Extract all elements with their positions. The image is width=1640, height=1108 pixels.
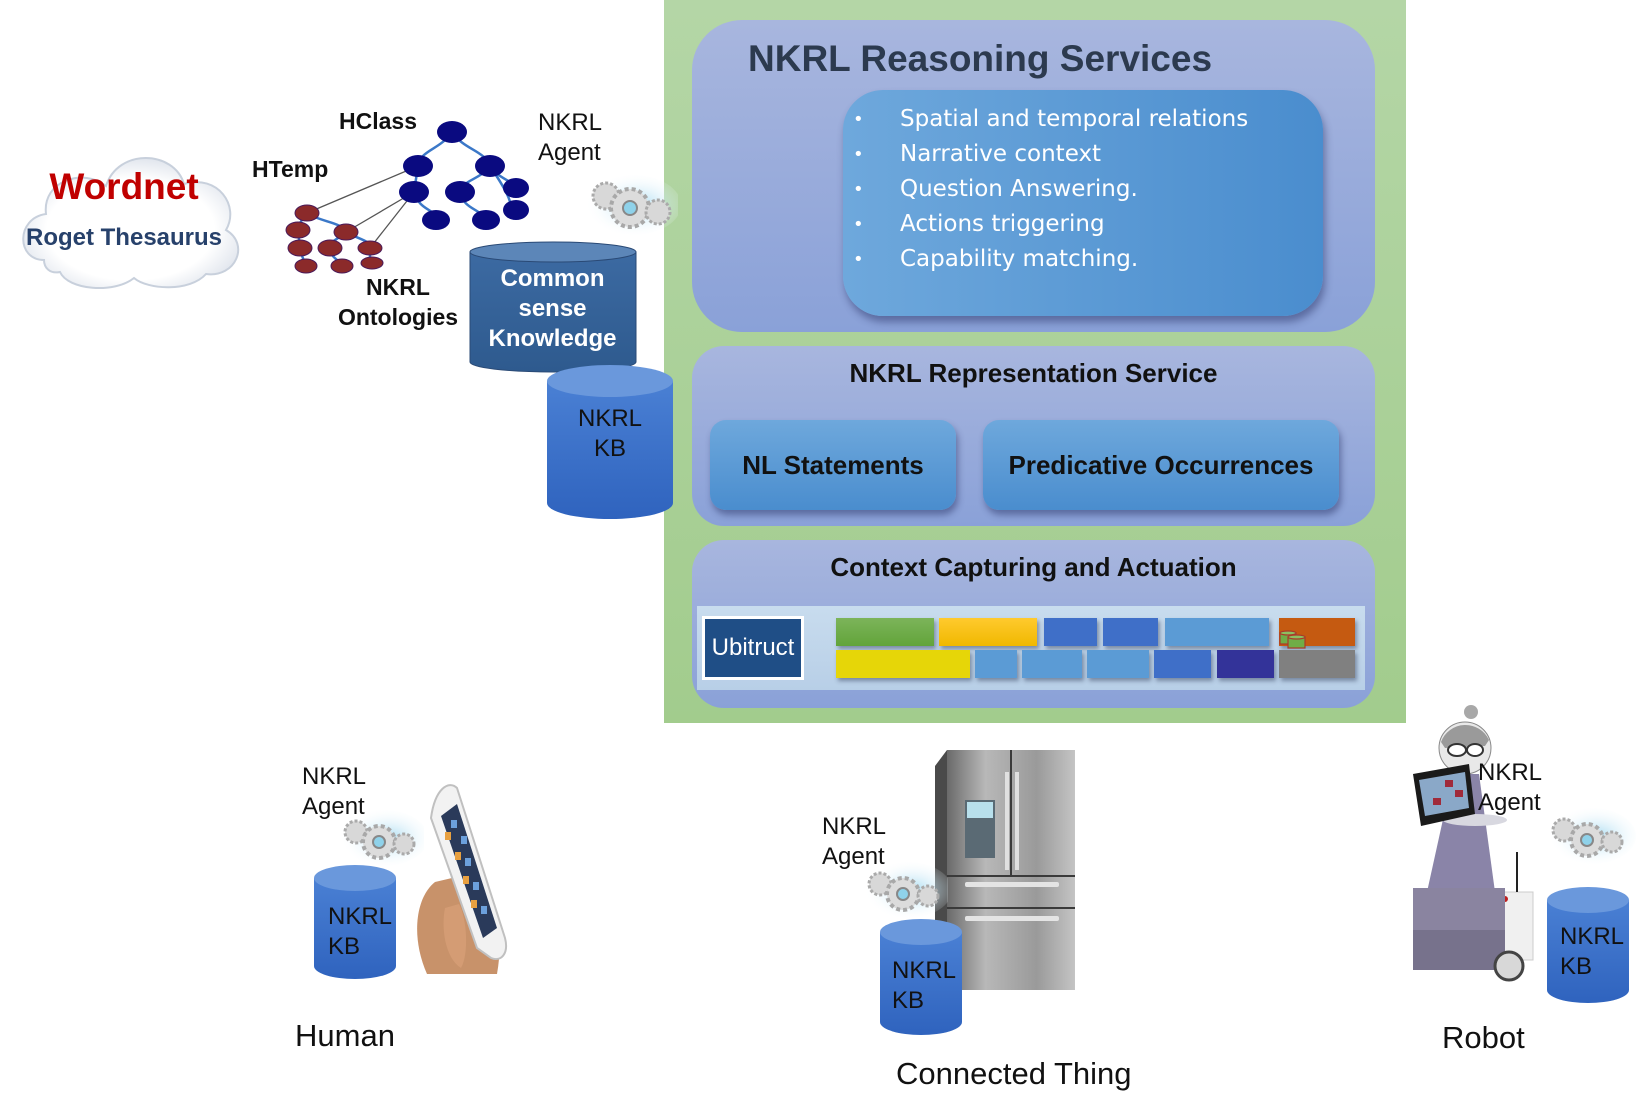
wordnet-label: Wordnet: [49, 166, 199, 207]
robot-icon: [1413, 705, 1534, 982]
reasoning-item: •Actions triggering: [843, 207, 1323, 242]
ontology-tree-icon: [285, 121, 529, 274]
reasoning-item: •Capability matching.: [843, 242, 1323, 277]
human-caption: Human: [295, 1018, 395, 1053]
reasoning-services-list: •Spatial and temporal relations •Narrati…: [843, 90, 1323, 316]
hw-block-gray: [1279, 650, 1355, 678]
predicative-occurrences-box: Predicative Occurrences: [983, 420, 1339, 510]
hw-block-light-blue: [1165, 618, 1269, 646]
reasoning-services-title: NKRL Reasoning Services: [748, 38, 1213, 79]
gears-icon: [1548, 808, 1636, 864]
hw-block-light-blue: [975, 650, 1017, 678]
robot-kb-database-icon: [1547, 887, 1629, 1003]
connected-thing-caption: Connected Thing: [896, 1056, 1132, 1091]
hw-block-light-blue: [1087, 650, 1149, 678]
common-sense-knowledge-label: Common sense Knowledge: [488, 265, 617, 352]
thing-kb-label: NKRL KB: [892, 957, 957, 1014]
context-capturing-title: Context Capturing and Actuation: [830, 552, 1237, 582]
robot-caption: Robot: [1442, 1020, 1525, 1055]
hw-block-light-blue: [1022, 650, 1082, 678]
bullet-icon: •: [853, 214, 864, 235]
hclass-label: HClass: [339, 108, 417, 134]
refrigerator-icon: [935, 750, 1075, 990]
nkrl-kb-database-icon: [547, 365, 673, 519]
thing-kb-database-icon: [880, 919, 962, 1035]
central-agent-label: NKRL Agent: [538, 109, 603, 166]
hw-block-blue: [1103, 618, 1158, 646]
nkrl-ontologies-label: NKRL Ontologies: [337, 274, 459, 330]
human-kb-database-icon: [314, 865, 396, 979]
reasoning-item: •Question Answering.: [843, 172, 1323, 207]
bullet-icon: •: [853, 249, 864, 270]
htemp-label: HTemp: [252, 156, 329, 182]
ubitruct-block: Ubitruct: [702, 616, 804, 680]
cloud-icon: [22, 157, 239, 289]
hw-block-blue: [1154, 650, 1211, 678]
gears-icon: [585, 175, 678, 235]
thing-agent-label: NKRL Agent: [822, 813, 887, 870]
bullet-icon: •: [853, 179, 864, 200]
hw-block-navy: [1217, 650, 1274, 678]
nl-statements-box: NL Statements: [710, 420, 956, 510]
hw-block-amber: [939, 618, 1037, 646]
hw-block-blue: [1044, 618, 1097, 646]
gears-icon: [340, 810, 424, 866]
common-sense-knowledge-database-icon: [469, 241, 637, 373]
bullet-icon: •: [853, 144, 864, 165]
central-kb-label: NKRL KB: [577, 405, 643, 462]
hw-block-green: [836, 618, 934, 646]
reasoning-item: •Spatial and temporal relations: [843, 102, 1323, 137]
hw-block-yellow: [836, 650, 970, 678]
gears-icon: [864, 862, 948, 918]
human-kb-label: NKRL KB: [328, 903, 393, 960]
robot-agent-label: NKRL Agent: [1478, 759, 1543, 816]
database-mini-icon: [1279, 630, 1306, 649]
robot-kb-label: NKRL KB: [1560, 923, 1625, 980]
smartphone-in-hand-icon: [417, 784, 507, 974]
roget-thesaurus-label: Roget Thesaurus: [25, 224, 223, 251]
reasoning-item: •Narrative context: [843, 137, 1323, 172]
representation-service-title: NKRL Representation Service: [849, 358, 1218, 388]
human-agent-label: NKRL Agent: [302, 763, 367, 820]
bullet-icon: •: [853, 109, 864, 130]
hardware-stack-strip: [697, 606, 1365, 690]
